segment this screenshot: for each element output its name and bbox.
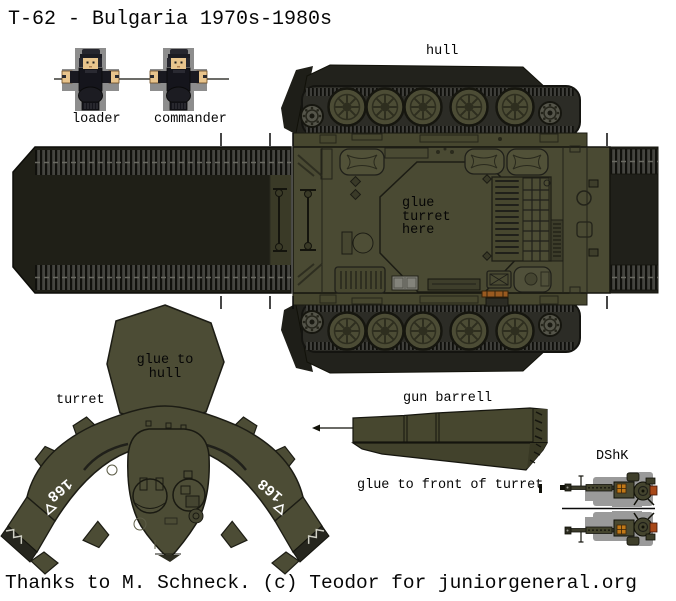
driver-hatch: [352, 232, 374, 254]
dshk-label: DShK: [596, 449, 629, 464]
glue-to-front-note: glue to front of turret: [357, 478, 544, 493]
dshk-gun-bottom: [564, 510, 658, 547]
hull-label: hull: [426, 44, 459, 59]
commander-figure: [149, 47, 208, 112]
turret-handrail-left: [83, 442, 129, 471]
turret-label: turret: [56, 393, 105, 408]
page-title: T-62 - Bulgaria 1970s-1980s: [8, 8, 333, 31]
gun-barrel-label: gun barrell: [403, 391, 493, 406]
credit-line: Thanks to M. Schneck. (c) Teodor for jun…: [5, 572, 637, 594]
registration-mark: [560, 485, 565, 490]
hull-side-view-bottom: [281, 291, 587, 373]
tow-rod-left: [273, 188, 287, 252]
turret-triangle-right: [272, 503, 284, 516]
aa-mount-ring: [188, 508, 204, 524]
crew-figures: [54, 47, 229, 112]
glue-to-hull-note: glue to hull: [136, 353, 194, 382]
fuel-tanks: [339, 148, 549, 176]
stowage-row-bottom: [334, 266, 552, 294]
loader-figure: [61, 47, 120, 112]
unditching-beam: [481, 290, 509, 307]
gun-barrel-piece: [312, 407, 565, 493]
commander-label: commander: [154, 112, 227, 127]
hull-top-view: [292, 145, 611, 294]
engine-deck: [491, 176, 564, 262]
registration-mark: [539, 484, 542, 493]
hull-underside-strip: [12, 146, 292, 294]
dshk-gun-top: [564, 471, 658, 508]
driver-hatch-mount: [341, 231, 353, 255]
rear-plate-details: [569, 145, 599, 294]
loader-hatch: [132, 478, 168, 514]
arrow-left-icon: [312, 424, 357, 432]
glue-turret-here-note: glue turret here: [402, 196, 451, 238]
fold-ticks: [220, 133, 608, 309]
dshk-guns: [562, 471, 658, 547]
turret-triangle-left: [46, 503, 58, 516]
hull-side-view-top: [281, 65, 587, 147]
hull-diagram: [12, 65, 659, 373]
turret-diagram: 168 168: [0, 304, 330, 575]
loader-label: loader: [72, 112, 121, 127]
